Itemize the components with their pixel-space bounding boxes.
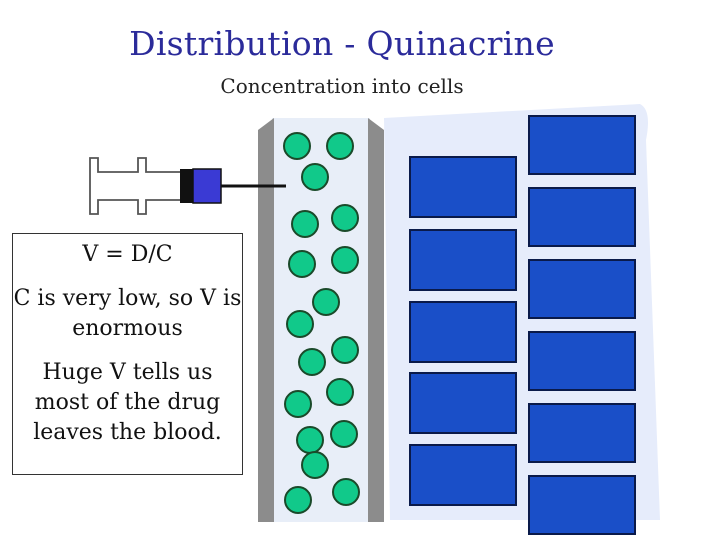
tissue-cell [409,444,517,506]
drug-molecule [331,336,359,364]
vessel-wall-right [368,118,384,522]
concentration-text: C is very low, so V is enormous [13,286,242,341]
tissue-cell [528,115,636,175]
drug-molecule [286,310,314,338]
tissue-cell [409,301,517,363]
diagram-subtitle: Concentration into cells [220,74,464,98]
drug-molecule [284,390,312,418]
tissue-cell [409,229,517,291]
drug-molecule [283,132,311,160]
diagram-title: Distribution - Quinacrine [129,24,555,63]
tissue-cells [409,115,636,535]
tissue-cell [409,372,517,434]
drug-molecule [288,250,316,278]
drug-molecule [298,348,326,376]
tissue-cell [528,475,636,535]
drug-molecule [330,420,358,448]
explanation-box: V = D/C C is very low, so V is enormous … [12,233,243,475]
drug-molecule [291,210,319,238]
tissue-cell [528,403,636,463]
drug-molecule [296,426,324,454]
drug-molecule [331,246,359,274]
conclusion-text: Huge V tells us most of the drug leaves … [33,360,222,445]
vessel-wall-left [258,118,274,522]
drug-molecule [284,486,312,514]
drug-molecule [301,451,329,479]
drug-molecule [301,163,329,191]
tissue-cell [528,187,636,247]
syringe-icon [89,157,286,215]
drug-molecule [326,132,354,160]
formula-text: V = D/C [82,242,173,267]
drug-molecule [332,478,360,506]
drug-molecule [326,378,354,406]
drug-molecule [312,288,340,316]
drug-molecule [331,204,359,232]
drug-molecules [283,132,360,514]
tissue-cell [528,331,636,391]
tissue-cell [409,156,517,218]
tissue-cell [528,259,636,319]
